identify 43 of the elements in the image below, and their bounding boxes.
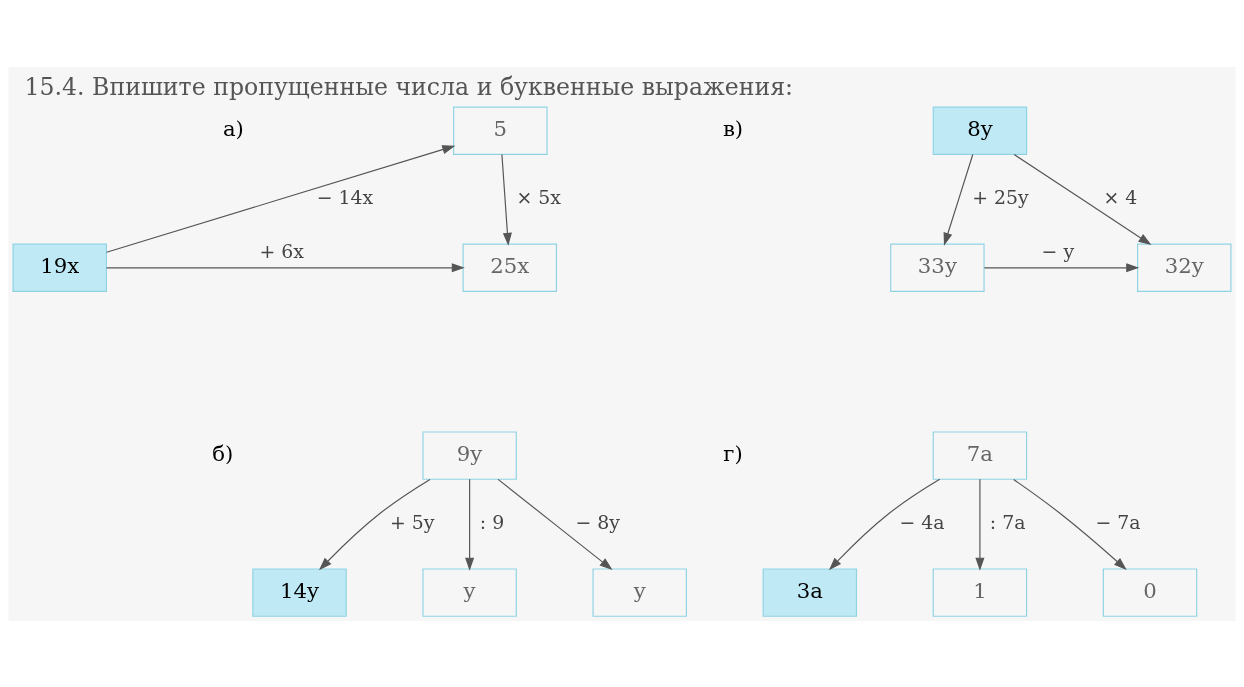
arrow <box>1013 478 1127 570</box>
edge-label: − 8y <box>575 510 620 533</box>
arrow <box>828 478 941 570</box>
edge-label: × 4 <box>1103 185 1138 208</box>
arrow <box>318 478 431 570</box>
diagram-title: 15.4. Впишите пропущенные числа и буквенные выражения: <box>24 72 794 101</box>
arrow <box>1013 153 1152 245</box>
edge-label: × 5x <box>516 185 561 208</box>
edge-label: − 4a <box>899 510 945 533</box>
node-box: y <box>422 567 517 617</box>
arrow <box>106 144 456 253</box>
arrow <box>501 153 512 246</box>
label: б) <box>212 440 234 466</box>
node-box: 33y <box>890 243 985 292</box>
edge-label: + 6x <box>259 239 304 262</box>
edge-label: : 9 <box>479 510 505 533</box>
node-box: y <box>592 567 687 617</box>
edge-label: + 5y <box>390 510 435 533</box>
node-box: 19x <box>12 243 107 292</box>
arrow <box>106 262 465 272</box>
arrow <box>975 478 985 571</box>
arrow <box>465 478 475 571</box>
node-box: 8y <box>932 106 1028 155</box>
edge-label: − 7a <box>1095 510 1141 533</box>
edge-label: − y <box>1041 239 1075 262</box>
label: г) <box>723 440 743 466</box>
label: а) <box>222 115 244 141</box>
node-box: 25x <box>462 243 558 292</box>
edge-label: : 7a <box>989 510 1026 533</box>
edge-label: − 14x <box>316 185 374 208</box>
node-box: 7a <box>932 430 1028 480</box>
node-box: 9y <box>422 430 517 480</box>
arrow <box>943 153 974 246</box>
node-box: 14y <box>252 567 347 617</box>
node-box: 5 <box>453 106 548 155</box>
node-box: 0 <box>1102 567 1198 617</box>
edge-label: + 25y <box>972 185 1029 208</box>
node-box: 3a <box>762 567 858 617</box>
arrow <box>983 262 1140 272</box>
arrow <box>497 478 613 570</box>
node-box: 32y <box>1137 243 1232 292</box>
label: в) <box>722 115 744 141</box>
node-box: 1 <box>932 567 1028 617</box>
